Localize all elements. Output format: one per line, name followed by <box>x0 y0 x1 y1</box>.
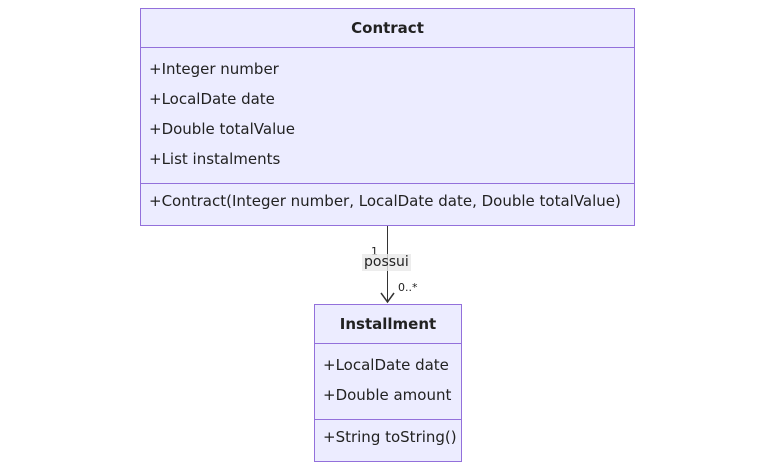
installment-class-box: Installment +LocalDate date +Double amou… <box>314 304 462 462</box>
contract-attributes: +Integer number +LocalDate date +Double … <box>141 48 634 184</box>
contract-attribute: +Double totalValue <box>149 120 295 138</box>
contract-attribute: +Integer number <box>149 60 279 78</box>
relation-label: possui <box>362 254 411 271</box>
contract-class-name: Contract <box>141 9 634 48</box>
association-arrowhead <box>380 292 395 304</box>
source-multiplicity: 1 <box>371 245 378 258</box>
contract-methods: +Contract(Integer number, LocalDate date… <box>141 184 634 216</box>
installment-attribute: +LocalDate date <box>323 356 449 374</box>
installment-method: +String toString() <box>323 428 457 446</box>
installment-class-name: Installment <box>315 305 461 344</box>
contract-class-box: Contract +Integer number +LocalDate date… <box>140 8 635 226</box>
contract-attribute: +LocalDate date <box>149 90 275 108</box>
contract-attribute: +List instalments <box>149 150 281 168</box>
installment-methods: +String toString() <box>315 420 461 452</box>
contract-method: +Contract(Integer number, LocalDate date… <box>149 192 621 210</box>
installment-attribute: +Double amount <box>323 386 452 404</box>
installment-attributes: +LocalDate date +Double amount <box>315 344 461 420</box>
target-multiplicity: 0..* <box>398 281 418 294</box>
